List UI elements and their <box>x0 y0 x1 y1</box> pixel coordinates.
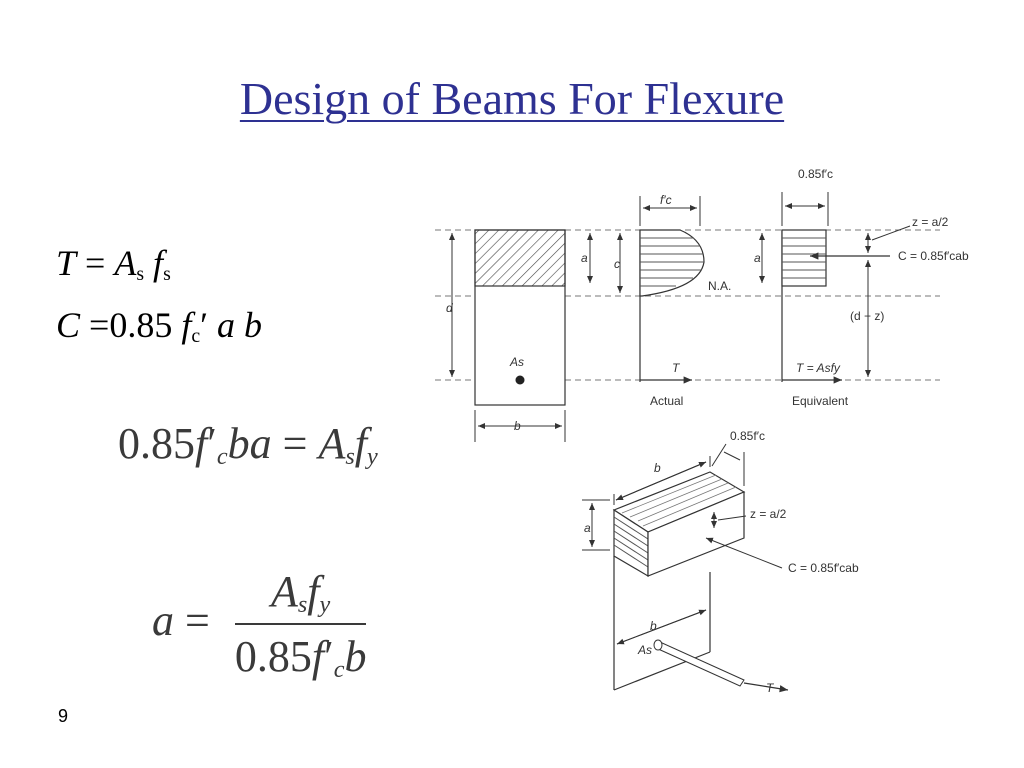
compression-zone-hatch <box>474 229 566 287</box>
b-label-3d-top: b <box>654 461 661 475</box>
b-label-section: b <box>514 419 521 433</box>
top-stress-dimension <box>781 192 829 226</box>
eq4-num-s: s <box>297 591 308 619</box>
steel-bar-3d <box>655 641 745 687</box>
z-label-3d: z = a/2 <box>750 507 787 521</box>
c-force-label-3d: C = 0.85f′cab <box>788 561 859 575</box>
equilibrium-equation: 0.85f′cba = Asfy <box>118 418 378 471</box>
eq3-ba: ba <box>227 419 272 468</box>
eq2-equals: =0.85 <box>80 305 173 345</box>
eq4-num-y: y <box>319 591 331 619</box>
eq1-sub1: s <box>136 262 145 285</box>
fc-prime-label: f′c <box>660 193 672 207</box>
a-label-equivalent: a <box>754 251 761 265</box>
eq2-var1: f <box>181 305 192 345</box>
rectangular-stress-block <box>781 229 827 287</box>
compression-arrow-3d <box>705 537 783 569</box>
eq3-c: c <box>216 443 228 471</box>
compression-equation: C =0.85 fc′ a b <box>56 304 262 348</box>
eq4-num-f: f <box>307 567 320 616</box>
d-label: d <box>446 301 453 315</box>
z-dimension <box>865 225 911 377</box>
eq3-coef: 0.85 <box>118 419 195 468</box>
eq3-s: s <box>345 443 355 471</box>
d-minus-z-label: (d − z) <box>850 309 884 323</box>
actual-stress-block: T N.A. Actual <box>639 229 731 408</box>
eq3-f: f <box>195 419 208 468</box>
eq3-equals: = <box>271 419 319 468</box>
a-label-3d: a <box>584 521 591 535</box>
as-label: As <box>509 355 524 369</box>
c-label: c <box>614 257 620 271</box>
eq4-a: a <box>152 596 174 646</box>
top-stress-label-3d: 0.85f′c <box>730 429 765 443</box>
eq4-numerator: Asfy <box>234 566 367 626</box>
eq2-var2: a <box>217 305 235 345</box>
b-label-3d-bottom: b <box>650 619 657 633</box>
eq3-y: y <box>366 443 378 471</box>
eq4-den-b: b <box>344 632 367 682</box>
beam-cross-section: As <box>474 229 566 406</box>
eq4-equals: = <box>174 596 210 646</box>
as-label-3d: As <box>637 643 652 657</box>
eq4-denominator: 0.85f′cb <box>235 625 367 684</box>
eq3-fy: f <box>354 419 367 468</box>
top-stress-label: 0.85f′c <box>798 167 833 181</box>
eq4-fraction: Asfy 0.85f′cb <box>234 566 367 684</box>
eq4-den-prime: ′ <box>324 632 334 682</box>
a-label-section: a <box>581 251 588 265</box>
t-eq-label: T = Asfy <box>796 361 841 375</box>
c-force-label: C = 0.85f′cab <box>898 249 969 263</box>
block-side-face <box>647 491 745 577</box>
na-label: N.A. <box>708 279 731 293</box>
actual-t-label: T <box>672 361 681 375</box>
eq1-lhs: T <box>56 243 77 283</box>
isometric-beam-view: T As C = 0.85f′cab z = a/2 a <box>582 429 859 695</box>
tension-arrow-3d <box>743 682 789 693</box>
equivalent-caption: Equivalent <box>792 394 849 408</box>
eq4-den-coef: 0.85 <box>234 632 312 682</box>
t-label-3d: T <box>766 681 775 695</box>
eq2-lhs: C <box>56 305 81 345</box>
depth-equation: a = Asfy 0.85f′cb <box>152 566 367 684</box>
tension-equation: T = As fs <box>56 242 171 286</box>
eq3-prime: ′ <box>207 419 217 468</box>
actual-caption: Actual <box>650 394 683 408</box>
eq1-var2: f <box>153 243 164 283</box>
eq1-sub2: s <box>163 262 171 285</box>
b-dimension-section <box>474 410 566 442</box>
eq1-equals: = <box>76 243 106 283</box>
eq4-num-A: A <box>270 567 298 616</box>
eq4-den-f: f <box>311 632 325 682</box>
eq4-den-c: c <box>333 656 345 684</box>
eq2-sub1: c <box>191 324 201 347</box>
fc-dimension <box>639 196 701 226</box>
slide-title: Design of Beams For Flexure <box>239 73 785 124</box>
eq2-var3: b <box>244 305 262 345</box>
eq3-A: A <box>318 419 346 468</box>
page-number: 9 <box>58 706 69 726</box>
steel-bar-dot <box>515 375 525 385</box>
eq1-var1: A <box>114 243 137 283</box>
z-label: z = a/2 <box>912 215 949 229</box>
equivalent-stress-block: C = 0.85f′cab T = Asfy Equivalent <box>781 229 969 408</box>
eq2-prime: ′ <box>200 305 208 345</box>
beam-stress-figure: As d a c b <box>435 167 969 695</box>
